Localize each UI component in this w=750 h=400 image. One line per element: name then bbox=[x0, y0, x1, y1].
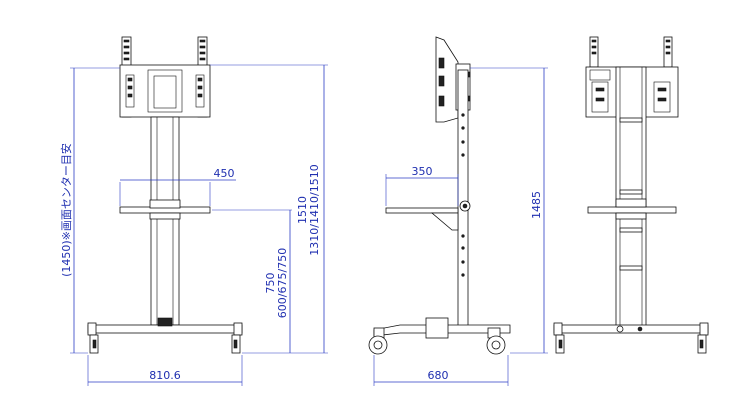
side-caster-rear bbox=[486, 327, 506, 355]
side-caster-front bbox=[368, 327, 388, 355]
side-dimensions: 680 350 1485 bbox=[373, 67, 548, 386]
back-base bbox=[553, 324, 709, 334]
front-width-label: 810.6 bbox=[149, 369, 181, 382]
shelf-height-label-2: 600/675/750 bbox=[276, 248, 289, 318]
side-column bbox=[457, 69, 469, 327]
front-caster-right bbox=[231, 322, 243, 354]
front-column bbox=[150, 116, 180, 326]
side-shelf bbox=[385, 207, 459, 214]
side-depth-label: 680 bbox=[428, 369, 449, 382]
back-column bbox=[615, 66, 647, 328]
front-dimensions: 810.6 450 (1450)※画面センター目安 750 600/675/75… bbox=[59, 64, 328, 386]
total-height-label-2: 1310/1410/1510 bbox=[308, 164, 321, 255]
front-mount-plate bbox=[119, 64, 211, 118]
back-caster-right bbox=[697, 322, 709, 354]
back-shelf bbox=[587, 206, 677, 214]
front-view bbox=[87, 36, 243, 354]
side-view bbox=[368, 36, 511, 355]
total-height-label-1: 1510 bbox=[296, 196, 309, 224]
front-shelf-width-label: 450 bbox=[214, 167, 235, 180]
shelf-height-label-1: 750 bbox=[264, 273, 277, 294]
screen-center-label: (1450)※画面センター目安 bbox=[59, 143, 73, 277]
back-caster-left bbox=[553, 322, 565, 354]
back-view bbox=[553, 36, 709, 354]
side-height-label: 1485 bbox=[530, 191, 543, 219]
side-shelf-depth-label: 350 bbox=[412, 165, 433, 178]
front-caster-left bbox=[87, 322, 99, 354]
